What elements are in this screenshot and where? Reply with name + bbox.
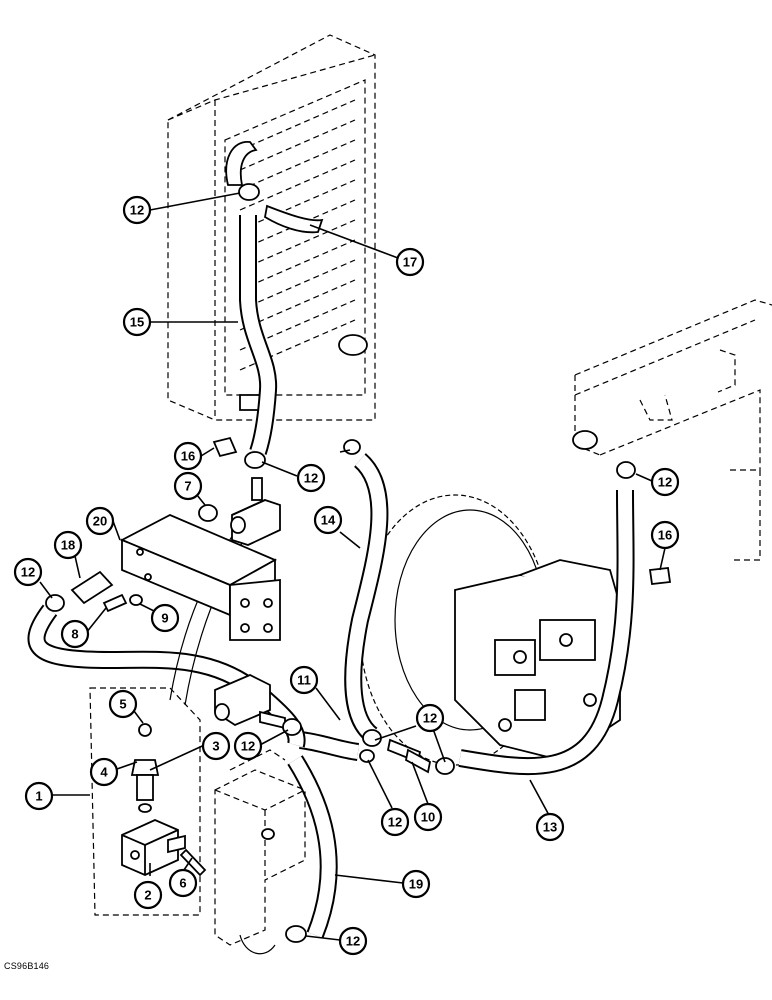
- svg-text:8: 8: [71, 627, 78, 642]
- adapters: [70, 504, 432, 774]
- drawing-code: CS96B146: [4, 961, 50, 971]
- callout-3: 3: [201, 731, 231, 761]
- callout-12-top: 12: [122, 195, 152, 225]
- lower-valve-outline: [214, 749, 306, 955]
- callout-17: 17: [395, 247, 425, 277]
- tee-fitting-upper: [230, 477, 281, 546]
- callout-12-center: 12: [415, 703, 445, 733]
- hoses: [27, 215, 635, 939]
- frame-outline: [572, 299, 772, 561]
- hose-clamps: [45, 183, 672, 943]
- callout-16-right: 16: [650, 520, 680, 550]
- svg-text:6: 6: [179, 876, 186, 891]
- kit-boundary: [89, 687, 201, 916]
- svg-text:11: 11: [297, 673, 311, 688]
- callout-12-bottom: 12: [338, 926, 368, 956]
- svg-text:19: 19: [409, 877, 423, 892]
- callout-5: 5: [108, 689, 138, 719]
- callout-20: 20: [85, 506, 115, 536]
- callout-12-right: 12: [650, 467, 680, 497]
- svg-text:9: 9: [161, 611, 168, 626]
- svg-text:12: 12: [241, 739, 255, 754]
- svg-text:4: 4: [100, 765, 108, 780]
- svg-text:12: 12: [21, 565, 35, 580]
- svg-text:17: 17: [403, 255, 417, 270]
- callout-12-left: 12: [13, 557, 43, 587]
- callout-6: 6: [168, 868, 198, 898]
- svg-text:12: 12: [388, 815, 402, 830]
- svg-text:12: 12: [304, 471, 318, 486]
- svg-text:12: 12: [423, 711, 437, 726]
- callout-9: 9: [150, 603, 180, 633]
- valve-block: [119, 514, 281, 641]
- svg-text:1: 1: [35, 789, 42, 804]
- svg-text:2: 2: [144, 888, 151, 903]
- svg-text:12: 12: [658, 475, 672, 490]
- tee-fitting-lower: [214, 674, 286, 730]
- callout-12-lower-left: 12: [233, 731, 263, 761]
- callout-14: 14: [313, 505, 343, 535]
- leader-lines: [39, 192, 666, 941]
- kit-parts: [121, 723, 207, 877]
- callout-15: 15: [122, 307, 152, 337]
- svg-text:5: 5: [119, 697, 126, 712]
- hydraulic-pump: [359, 494, 621, 766]
- callout-16-left: 16: [173, 441, 203, 471]
- callout-12-lower: 12: [380, 807, 410, 837]
- svg-text:12: 12: [130, 203, 144, 218]
- svg-text:18: 18: [61, 538, 75, 553]
- callout-7: 7: [173, 471, 203, 501]
- callout-11: 11: [289, 665, 319, 695]
- svg-text:15: 15: [130, 315, 144, 330]
- svg-text:10: 10: [421, 810, 435, 825]
- svg-text:12: 12: [346, 934, 360, 949]
- callout-8: 8: [60, 619, 90, 649]
- callout-1: 1: [24, 781, 54, 811]
- callout-10: 10: [413, 802, 443, 832]
- callout-12-mid: 12: [296, 463, 326, 493]
- svg-text:3: 3: [212, 739, 219, 754]
- svg-text:20: 20: [93, 514, 107, 529]
- svg-text:14: 14: [321, 513, 336, 528]
- svg-text:7: 7: [184, 479, 191, 494]
- svg-text:13: 13: [543, 820, 557, 835]
- callout-19: 19: [401, 869, 431, 899]
- svg-text:16: 16: [181, 449, 195, 464]
- callout-4: 4: [89, 757, 119, 787]
- svg-text:16: 16: [658, 528, 672, 543]
- callout-18: 18: [53, 530, 83, 560]
- callout-2: 2: [133, 880, 163, 910]
- callout-13: 13: [535, 812, 565, 842]
